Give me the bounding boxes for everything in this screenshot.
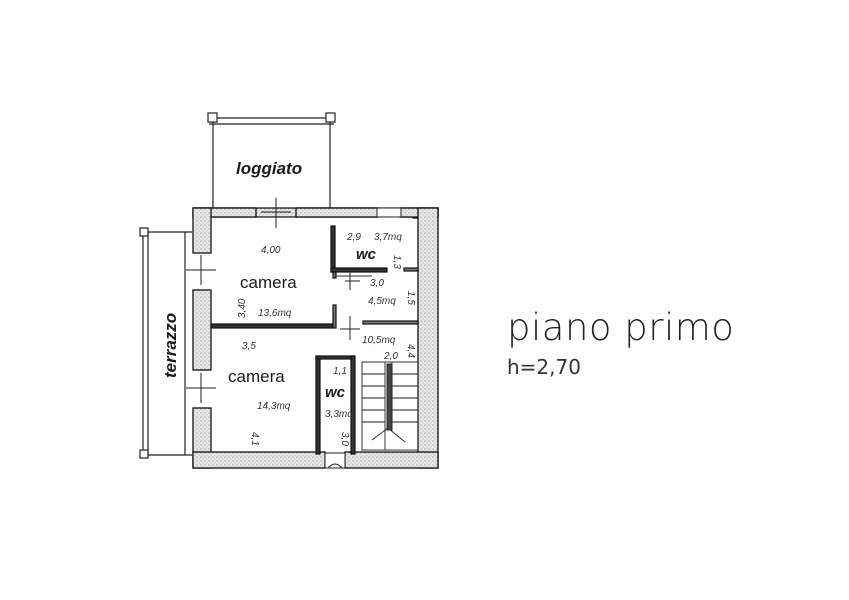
room-label-terrazzo: terrazzo [161,313,180,378]
dim-label: 3,5 [242,341,256,352]
dim-label: 13,6mq [258,308,292,319]
terrazzo-structure [139,227,192,459]
dim-label: 1,1 [333,366,347,377]
room-label-wc-bottom: wc [325,384,346,401]
dim-label: 1,5 [405,291,416,305]
dim-label: 14,3mq [257,401,291,412]
dim-label: 3,0 [370,278,384,289]
window-markers [186,198,402,469]
dim-label: 1,3 [391,255,402,269]
room-label-wc-top: wc [356,246,377,263]
dim-label: 3,40 [237,298,248,318]
interior-walls [210,225,419,455]
loggiato-structure [207,112,336,208]
room-label-loggiato: loggiato [236,159,302,178]
floor-title: piano primo [507,306,735,349]
staircase [361,361,419,451]
floor-height: h=2,70 [507,355,581,379]
room-label-camera-top: camera [240,273,297,292]
room-label-camera-bottom: camera [228,367,285,386]
dim-label: 4,5mq [368,296,396,307]
dim-label: 4,00 [261,245,281,256]
dim-label: 3,3mq [325,409,353,420]
dim-label: 4,4 [405,344,416,358]
dim-label: 2,9 [346,232,361,243]
dim-label: 4,1 [249,432,260,446]
dim-label: 3,7mq [374,232,402,243]
dim-label: 3,0 [339,432,350,446]
dim-label: 10,5mq [362,335,396,346]
dim-label: 2,0 [383,351,398,362]
